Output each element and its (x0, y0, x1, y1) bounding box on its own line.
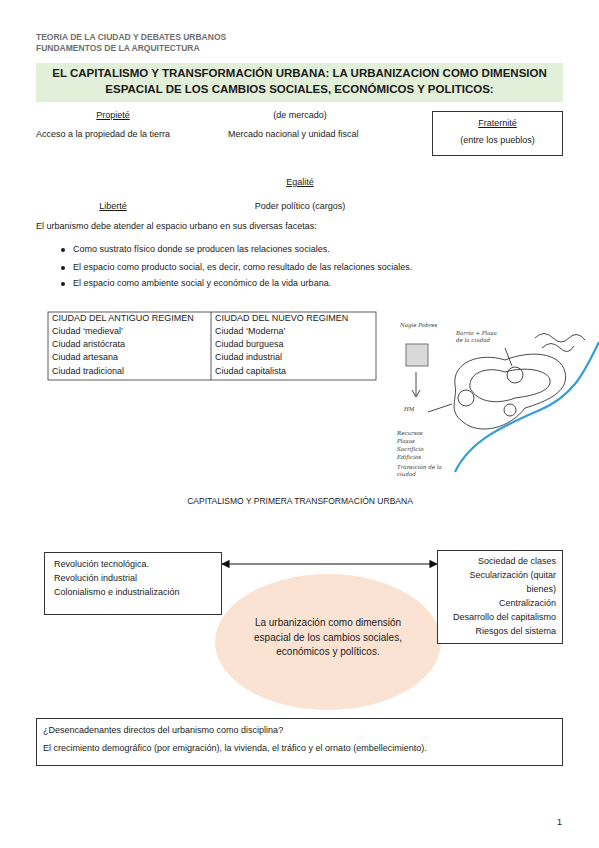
ellipse-fill (215, 574, 441, 710)
title-band: EL CAPITALISMO Y TRANSFORMACIÓN URBANA: … (36, 63, 563, 102)
concept-note: Poder político (cargos) (255, 201, 346, 212)
double-arrow (222, 563, 437, 564)
table-header-cell: CIUDAD DEL NUEVO REGIMEN (215, 313, 348, 324)
bullet-dot (61, 266, 65, 270)
sketch-circle (458, 390, 474, 406)
concept-note: Mercado nacional y unidad fiscal (228, 129, 359, 140)
table-cell: Ciudad ‘medieval’ (52, 326, 123, 337)
bullet-text: El espacio como ambiente social y económ… (73, 278, 331, 289)
sketch-wave (542, 344, 574, 352)
sketch-plaza (507, 367, 523, 383)
table-cell: Ciudad industrial (215, 352, 282, 363)
table-cell: Ciudad ‘Moderna’ (215, 326, 286, 337)
concept-box: Fraternité (entre los pueblos) (432, 111, 563, 156)
concept-note: (de mercado) (273, 110, 327, 121)
effects-box: Sociedad de clasesSecularización (quitar… (437, 550, 563, 644)
box-text: El crecimiento demográfico (por emigraci… (43, 742, 556, 756)
course-header: TEORIA DE LA CIUDAD Y DEBATES URBANOS (36, 32, 226, 42)
bullet-dot (61, 248, 65, 252)
table-divider (211, 312, 212, 380)
concept-heading: Egalité (286, 177, 314, 188)
question-box: ¿Desencadenantes directos del urbanismo … (36, 718, 563, 766)
sketch-circle (504, 404, 516, 416)
box-text: La urbanización como dimensión espacial … (249, 616, 407, 660)
box-text: Secularización (quitar bienes) (444, 569, 556, 597)
concept-note: Acceso a la propiedad de la tierra (36, 129, 170, 140)
sketch-note: Nagie Pobres (400, 322, 460, 329)
bullet-text: El espacio como producto social, es deci… (73, 262, 412, 273)
table-border (48, 312, 376, 380)
bullet-dot (61, 282, 65, 286)
title-text: EL CAPITALISMO Y TRANSFORMACIÓN URBANA: … (52, 67, 547, 95)
sketch-note: Recursos (397, 430, 447, 437)
table-cell: Ciudad capitalista (215, 366, 286, 377)
sketch-note: HM (404, 406, 434, 413)
box-text: Sociedad de clases (444, 555, 556, 569)
causes-box: Revolución tecnológica.Revolución indust… (44, 552, 222, 615)
sketch-wave (535, 334, 585, 343)
box-text: ¿Desencadenantes directos del urbanismo … (43, 724, 556, 738)
city-sketch (406, 334, 599, 473)
box-text: Revolución tecnológica. (54, 558, 212, 572)
sketch-inner-ring (470, 369, 550, 402)
page-number: 1 (557, 817, 562, 828)
paragraph-text: El urbanismo debe atender al espacio urb… (36, 221, 317, 232)
sketch-leader (505, 348, 512, 366)
bullet-dots (61, 248, 65, 286)
concept-heading: Liberté (99, 201, 127, 212)
box-text: Riesgos del sistema (444, 625, 556, 639)
box-text: Desarrollo del capitalismo (444, 611, 556, 625)
sketch-note: Transición de la ciudad (397, 464, 447, 478)
table-cell: Ciudad aristócrata (52, 339, 125, 350)
sketch-river (455, 342, 599, 472)
sketch-note: Barrio + Plaza de la ciudad (456, 330, 502, 344)
bullet-text: Como sustrato físico donde se producen l… (73, 244, 330, 255)
table-header-cell: CIUDAD DEL ANTIGUO REGIMEN (52, 313, 194, 324)
course-header: FUNDAMENTOS DE LA ARQUITECTURA (36, 43, 200, 53)
box-text: Centralización (444, 597, 556, 611)
box-text: (entre los pueblos) (439, 134, 556, 148)
sketch-stroke (428, 404, 452, 412)
central-ellipse: La urbanización como dimensión espacial … (215, 574, 441, 710)
table-cell: Ciudad burguesa (215, 339, 284, 350)
section-caption: CAPITALISMO Y PRIMERA TRANSFORMACIÓN URB… (187, 496, 413, 506)
sketch-note: Sacrificio (397, 446, 447, 453)
sketch-square (406, 344, 428, 366)
table-cell: Ciudad tradicional (52, 366, 124, 377)
concept-heading: Propieté (96, 110, 130, 121)
sketch-note: Plazas (397, 438, 447, 445)
sketch-note: Edificios (397, 454, 447, 461)
sketch-city-outline (454, 354, 566, 429)
box-text: Colonialismo e industrialización (54, 586, 212, 600)
box-heading: Fraternité (439, 117, 556, 131)
table-cell: Ciudad artesana (52, 352, 118, 363)
box-text: Revolución industrial (54, 572, 212, 586)
sketch-arrow (412, 372, 420, 397)
table-grid (48, 312, 376, 380)
